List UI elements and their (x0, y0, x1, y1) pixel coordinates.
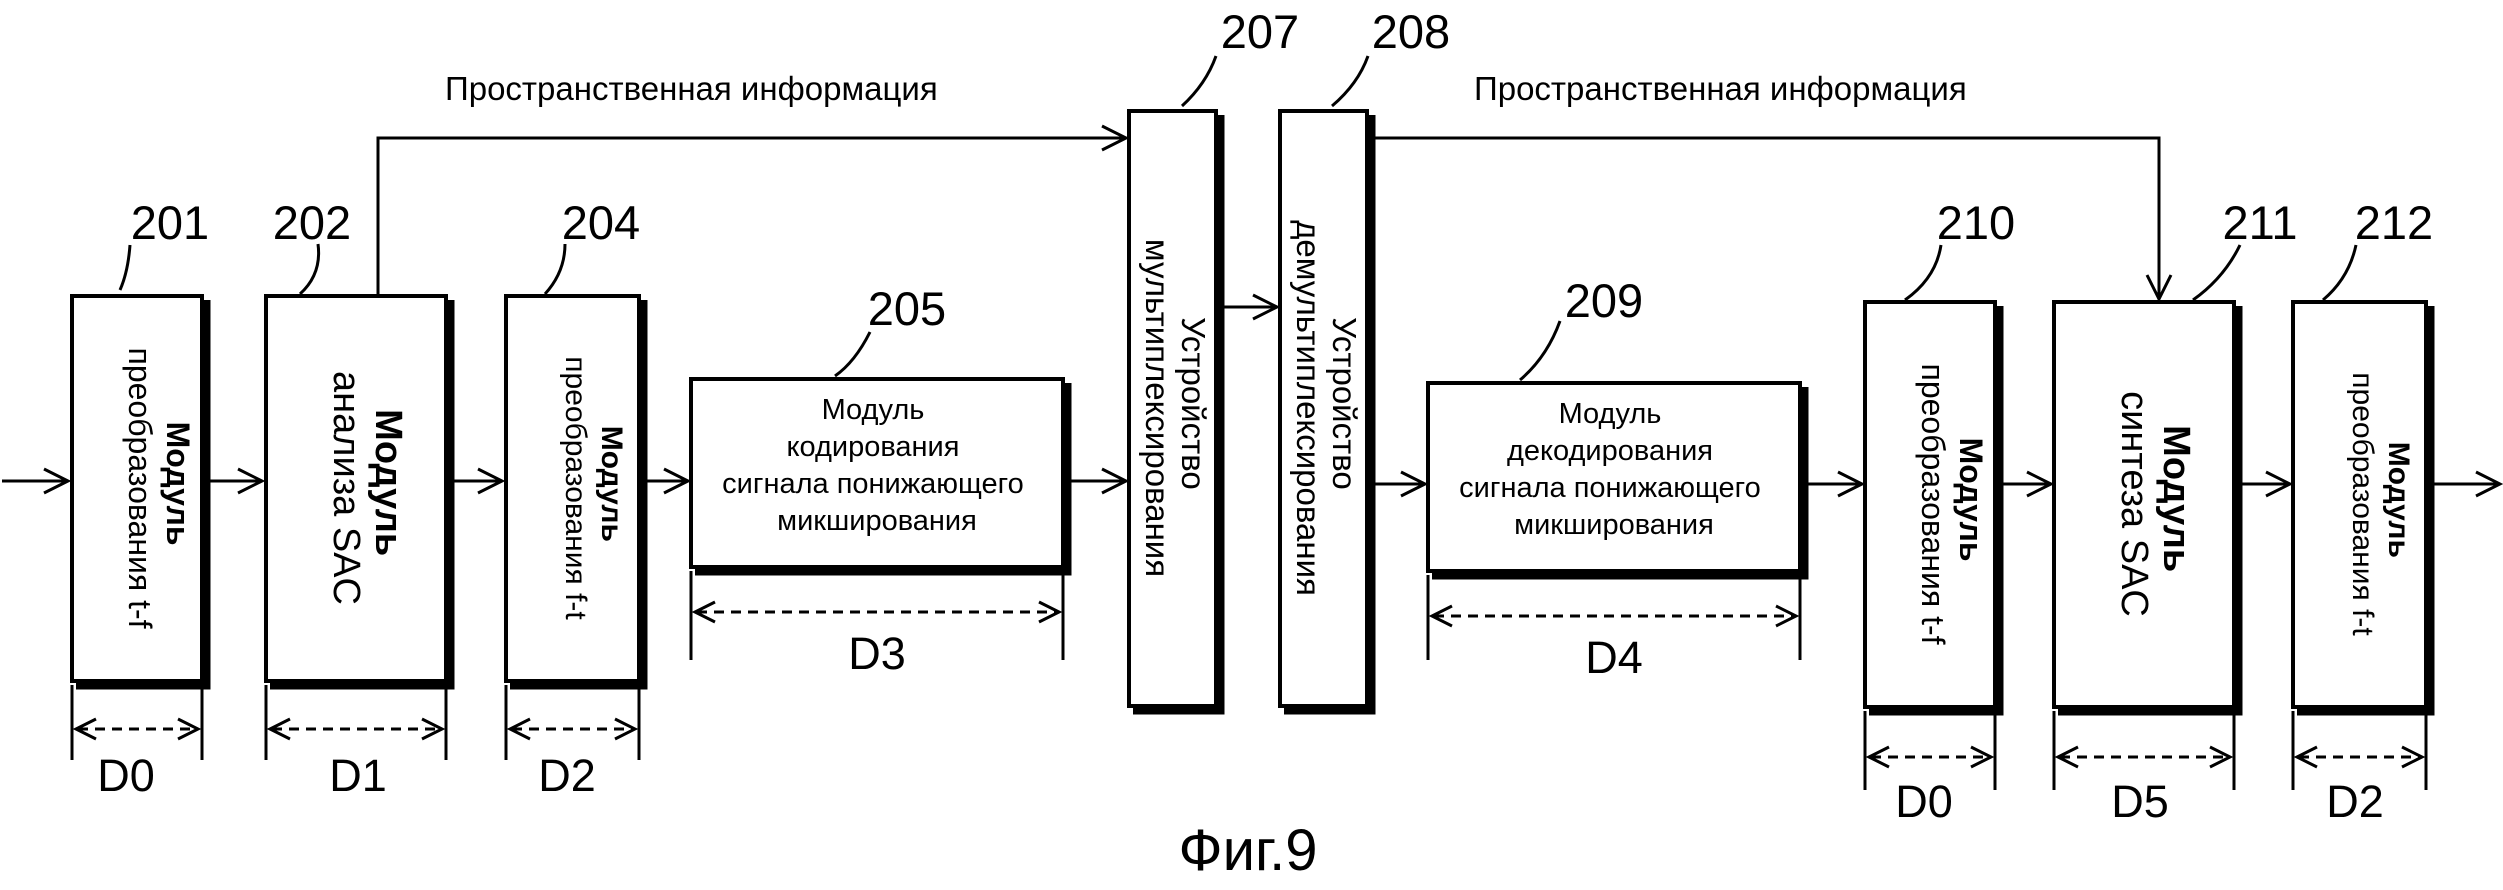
delay-label-d0-right: D0 (1895, 776, 1953, 827)
delay-label-d5: D5 (2111, 776, 2169, 827)
delay-label-d2: D2 (538, 750, 596, 801)
delay-label-d4: D4 (1585, 632, 1643, 683)
block-207-label: Устройство мультиплексирования (1139, 239, 1212, 577)
block-210 (1863, 300, 2004, 716)
block-205 (689, 377, 1072, 576)
block-201 (70, 294, 211, 690)
block-212 (2291, 300, 2435, 716)
delay-label-d0: D0 (97, 750, 155, 801)
ref-202: 202 (273, 196, 351, 249)
figure-caption: Фиг.9 (1179, 818, 1318, 883)
spatial-info-label-right: Пространственная информация (1474, 70, 1967, 107)
ref-204: 204 (562, 196, 640, 249)
block-210-label: Модуль преобразования t-f (1915, 363, 1989, 644)
ref-212: 212 (2355, 196, 2433, 249)
delay-brackets (70, 571, 2428, 790)
ref-211: 211 (2223, 196, 2298, 249)
leader-lines (118, 55, 2358, 382)
ref-209: 209 (1565, 274, 1643, 327)
spatial-info-path-left (376, 124, 1130, 296)
block-211-label: Модуль синтеза SAC (2113, 391, 2197, 617)
block-208-label: Устройство демультиплексирования (1290, 220, 1363, 596)
ref-210: 210 (1937, 196, 2015, 249)
block-205-label: Модуль кодирования сигнала понижающего м… (722, 394, 1032, 537)
block-212-label: Модуль преобразования f-t (2346, 372, 2415, 636)
ref-208: 208 (1372, 5, 1450, 58)
block-204 (504, 294, 648, 690)
spatial-info-label-left: Пространственная информация (445, 70, 938, 107)
ref-207: 207 (1221, 5, 1299, 58)
block-209 (1426, 381, 1809, 580)
block-202-label: Модуль анализа SAC (325, 371, 409, 605)
block-207 (1127, 109, 1225, 715)
block-201-label: Модуль преобразования t-f (122, 347, 196, 628)
spatial-info-path-right (1371, 136, 2173, 303)
block-209-label: Модуль декодирования сигнала понижающего… (1459, 398, 1769, 541)
block-202 (264, 294, 455, 690)
block-204-label: Модуль преобразования f-t (559, 356, 628, 620)
ref-205: 205 (868, 282, 946, 335)
delay-label-d2-right: D2 (2326, 776, 2384, 827)
block-211 (2052, 300, 2243, 716)
ref-201: 201 (131, 196, 209, 249)
block-208 (1278, 109, 1376, 715)
signal-arrows (2, 293, 2503, 498)
delay-label-d1: D1 (329, 750, 387, 801)
delay-label-d3: D3 (848, 628, 906, 679)
